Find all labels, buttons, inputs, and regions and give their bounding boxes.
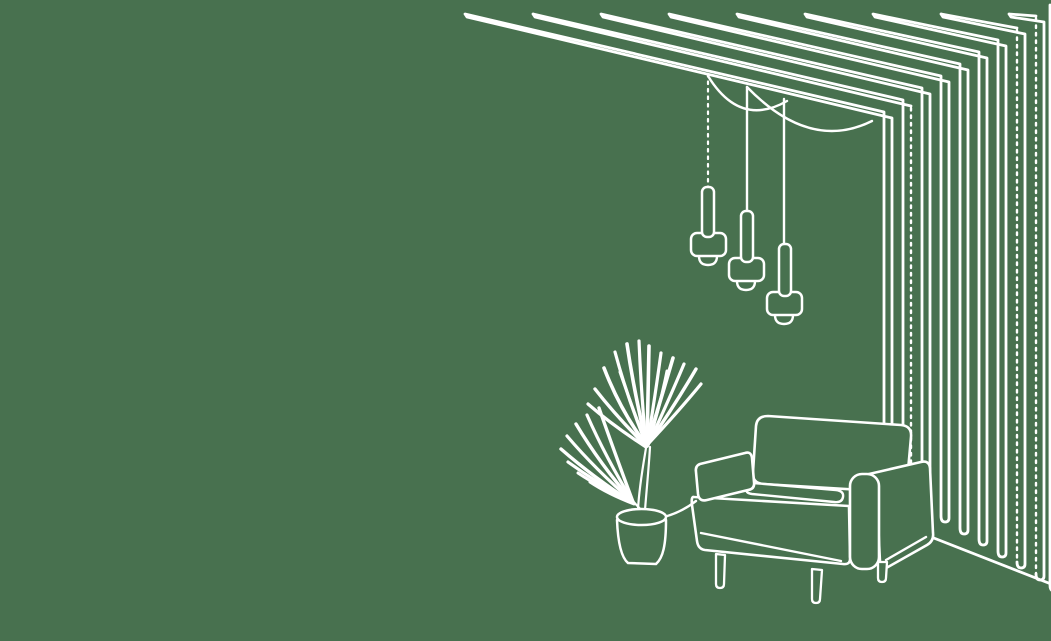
plant-leaf-u4: [637, 339, 648, 448]
armchair-leg-2: [810, 567, 824, 605]
ceiling-slat-8-solid: [939, 12, 1027, 570]
plant-stem-1: [636, 446, 648, 512]
armchair-right-arm: [848, 472, 881, 571]
ceiling-slat-4: [667, 12, 951, 524]
armchair-leg-1: [714, 552, 727, 590]
plant-pot-rim: [615, 507, 668, 527]
plant-stem-2: [643, 445, 652, 512]
ceiling-slat-7: [871, 12, 1008, 559]
armchair-left-arm: [694, 451, 756, 502]
plant-leaf-l4: [565, 434, 635, 504]
plant-leaf-u1: [602, 366, 649, 448]
plant-leaf-u10: [646, 382, 703, 446]
lamp-2-stem: [739, 209, 755, 264]
plant-leaf-u13: [618, 370, 649, 448]
lamp-cable-drape-1: [706, 74, 789, 112]
plant-leaf-u14: [646, 369, 669, 447]
armchair-base-rail-line: [699, 531, 843, 563]
plant-pot-body: [615, 518, 668, 566]
armchair-leg-3: [876, 560, 889, 584]
plant-leaf-u11: [593, 387, 648, 448]
armchair-right-side-rail-line: [884, 535, 928, 562]
ceiling-slat-6: [803, 12, 989, 547]
ceiling-slat-5: [735, 12, 970, 536]
lamp-cable-drape-2: [745, 85, 874, 133]
lamp-3-stem: [777, 242, 793, 298]
lamp-1-stem: [700, 185, 716, 239]
plant-leaf-l1: [597, 406, 635, 504]
plant-leaf-l8: [588, 480, 636, 506]
plant-leaf-u12: [586, 402, 648, 449]
